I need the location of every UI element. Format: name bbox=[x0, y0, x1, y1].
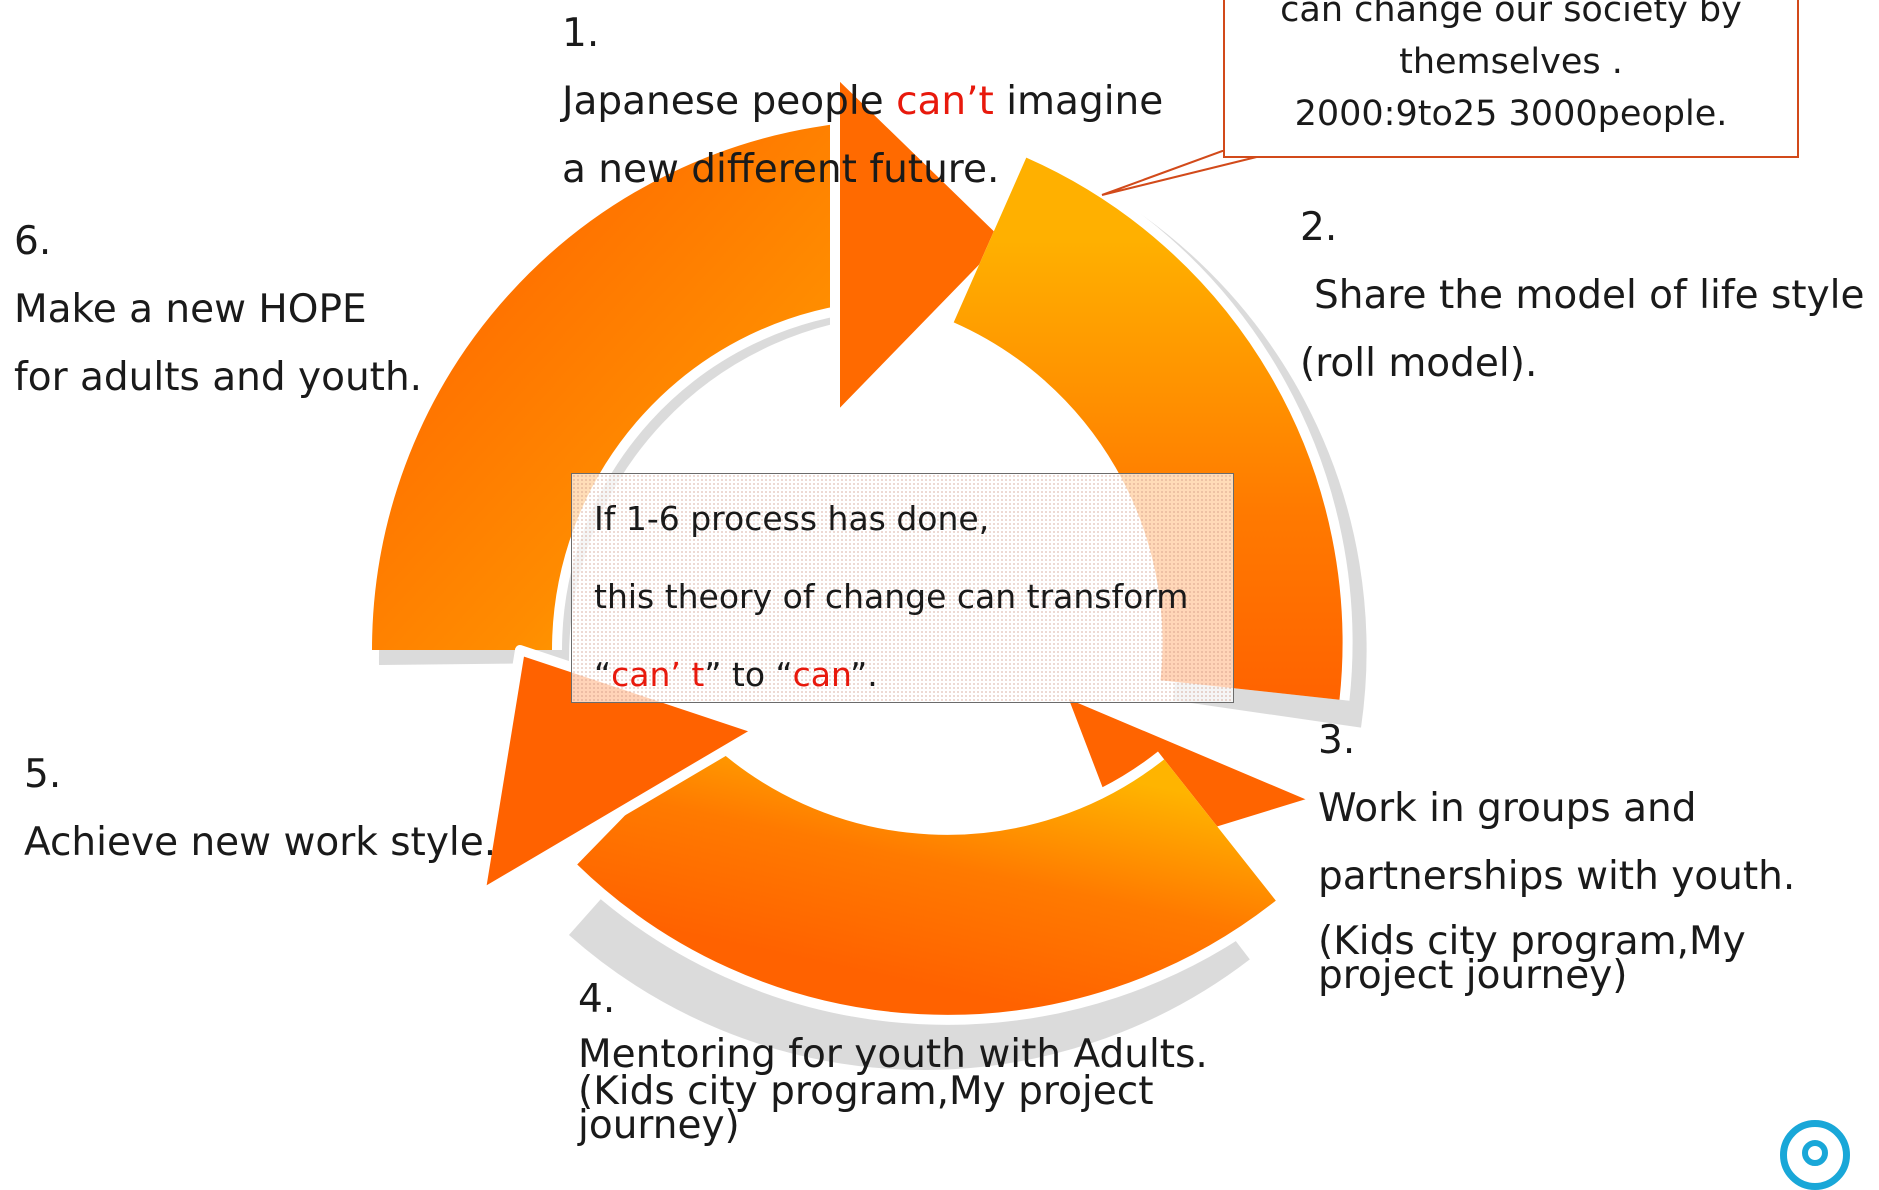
step-6-line-2: for adults and youth. bbox=[14, 355, 423, 400]
center-line-1: If 1-6 process has done, bbox=[594, 499, 990, 538]
step-1-text-cant: can’t bbox=[896, 79, 994, 124]
step-1-text-post: imagine bbox=[993, 79, 1164, 124]
cycle-arrow-top bbox=[362, 65, 1015, 652]
step-3-line-1: Work in groups and bbox=[1318, 786, 1697, 831]
step-1-text-pre: Japanese people bbox=[562, 79, 897, 124]
step-4-line-3: journey) bbox=[578, 1103, 740, 1148]
step-3-line-4: project journey) bbox=[1318, 953, 1628, 998]
step-5-line-1: Achieve new work style. bbox=[24, 820, 497, 865]
step-3-line-3: (Kids city program,My bbox=[1318, 919, 1746, 964]
step-6-number: 6. bbox=[14, 219, 52, 264]
center-text-cant: can’ t bbox=[611, 655, 705, 694]
step-2-line-1: Share the model of life style bbox=[1314, 273, 1865, 318]
step-4: 4. Mentoring for youth with Adults. (Kid… bbox=[578, 965, 1208, 1148]
callout-line-3: 2000:9to25 3000people. bbox=[1294, 94, 1728, 134]
step-6-line-1: Make a new HOPE bbox=[14, 287, 367, 332]
step-3: 3. Work in groups and partnerships with … bbox=[1318, 707, 1796, 998]
step-5: 5. Achieve new work style. bbox=[24, 741, 496, 877]
center-text-can: can bbox=[792, 655, 851, 694]
step-4-line-2: (Kids city program,My project bbox=[578, 1069, 1154, 1114]
step-5-number: 5. bbox=[24, 752, 62, 797]
callout-line-2: themselves . bbox=[1399, 42, 1623, 82]
step-6: 6. Make a new HOPE for adults and youth. bbox=[14, 208, 422, 412]
step-1: 1. Japanese people can’t imagine a new d… bbox=[562, 0, 1163, 204]
center-summary-box: If 1-6 process has done, this theory of … bbox=[571, 473, 1234, 703]
step-4-line-1: Mentoring for youth with Adults. bbox=[578, 1032, 1208, 1077]
center-line-3: “can’ t” to “can”. bbox=[594, 636, 1233, 714]
callout-line-1: can change our society by bbox=[1280, 0, 1742, 30]
center-quote-open: “ bbox=[594, 655, 612, 694]
step-1-number: 1. bbox=[562, 11, 600, 56]
step-2-number: 2. bbox=[1300, 205, 1338, 250]
step-4-number: 4. bbox=[578, 977, 616, 1022]
step-2-line-2: (roll model). bbox=[1300, 341, 1538, 386]
callout-pointer bbox=[1101, 150, 1286, 196]
step-2: 2. Share the model of life style (roll m… bbox=[1300, 194, 1864, 398]
center-text-to: ” to “ bbox=[704, 655, 793, 694]
center-line-2: this theory of change can transform bbox=[594, 577, 1189, 616]
callout-note: can change our society by themselves . 2… bbox=[1223, 0, 1799, 158]
center-quote-close: ”. bbox=[850, 655, 878, 694]
step-1-line-2: a new different future. bbox=[562, 147, 1000, 192]
cycle-diagram bbox=[362, 65, 1367, 1070]
cycle-arrow-bottom bbox=[475, 645, 1282, 1025]
step-3-line-2: partnerships with youth. bbox=[1318, 854, 1796, 899]
step-3-number: 3. bbox=[1318, 718, 1356, 763]
logo-inner-ring bbox=[1802, 1140, 1828, 1166]
step-1-line-1: Japanese people can’t imagine bbox=[562, 68, 1163, 136]
